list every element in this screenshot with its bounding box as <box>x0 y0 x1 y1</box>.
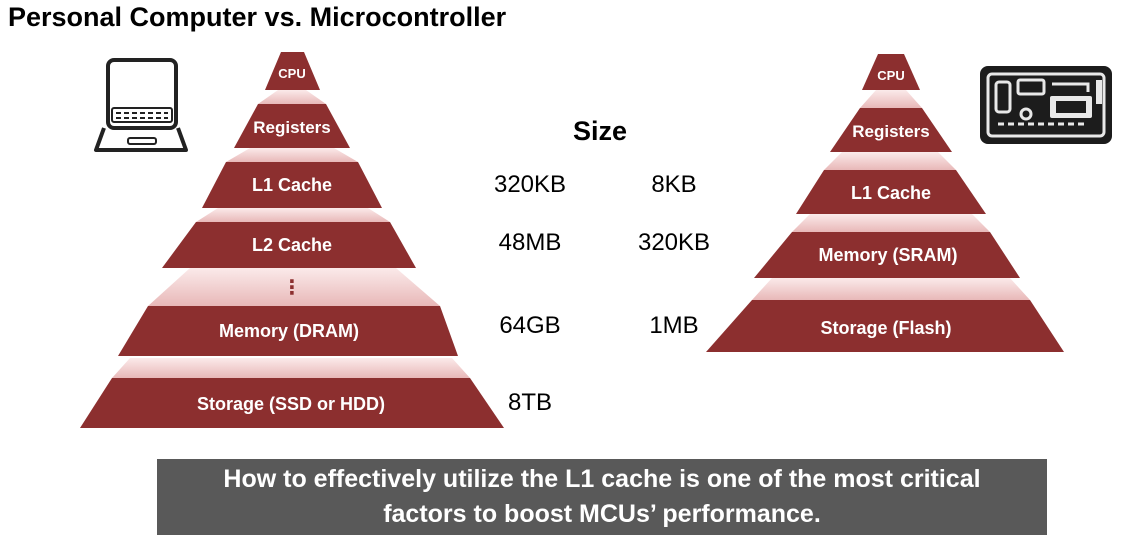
pc-tier-cpu <box>265 52 320 90</box>
pc-size-memory: 64GB <box>499 312 560 339</box>
pc-label-l2: L2 Cache <box>252 235 332 255</box>
pc-fade-l1 <box>226 148 358 162</box>
pc-tier-storage <box>80 378 504 428</box>
pc-pyramid: CPU Registers L1 Cache L2 Cache ⋮ Memory… <box>80 52 504 428</box>
mcu-fade-storage <box>752 278 1030 300</box>
mcu-label-storage: Storage (Flash) <box>820 318 951 338</box>
pc-label-memory: Memory (DRAM) <box>219 321 359 341</box>
callout-line-1: How to effectively utilize the L1 cache … <box>223 465 981 493</box>
page-title: Personal Computer vs. Microcontroller <box>8 2 507 32</box>
mcu-pyramid: CPU Registers L1 Cache Memory (SRAM) Sto… <box>706 54 1064 352</box>
mcu-tier-cpu <box>862 54 920 90</box>
mcu-fade-memory <box>792 214 990 232</box>
mcu-size-memory: 320KB <box>638 229 710 256</box>
mcu-tier-registers <box>830 108 952 152</box>
pc-fade-registers <box>258 90 326 104</box>
pc-tier-l2 <box>162 222 416 268</box>
pc-fade-memory <box>148 268 440 306</box>
callout-box: How to effectively utilize the L1 cache … <box>157 459 1047 535</box>
mcu-tier-memory <box>754 232 1020 278</box>
pc-fade-l2 <box>196 208 390 222</box>
size-heading: Size <box>573 116 627 146</box>
circuit-board-icon <box>980 66 1112 144</box>
pc-label-registers: Registers <box>253 118 330 137</box>
mcu-tier-l1 <box>796 170 986 214</box>
pc-size-l2: 48MB <box>499 229 562 256</box>
pc-tier-memory <box>118 306 458 356</box>
pc-size-storage: 8TB <box>508 389 552 416</box>
pc-tier-l1 <box>202 162 382 208</box>
pc-label-cpu: CPU <box>278 66 305 81</box>
laptop-icon <box>94 58 188 152</box>
pc-ellipsis: ⋮ <box>282 275 302 299</box>
mcu-label-l1: L1 Cache <box>851 183 931 203</box>
pc-fade-storage <box>112 358 470 378</box>
mcu-label-cpu: CPU <box>877 68 904 83</box>
mcu-fade-registers <box>860 90 922 108</box>
pc-size-l1: 320KB <box>494 171 566 198</box>
mcu-size-l1: 8KB <box>651 171 696 198</box>
mcu-fade-l1 <box>824 152 956 170</box>
callout-line-2: factors to boost MCUs’ performance. <box>383 500 821 528</box>
pc-tier-registers <box>234 104 350 148</box>
mcu-tier-storage <box>706 300 1064 352</box>
mcu-size-storage: 1MB <box>649 312 698 339</box>
pc-label-l1: L1 Cache <box>252 175 332 195</box>
mcu-label-registers: Registers <box>852 122 929 141</box>
mcu-label-memory: Memory (SRAM) <box>818 245 957 265</box>
pc-label-storage: Storage (SSD or HDD) <box>197 394 385 414</box>
